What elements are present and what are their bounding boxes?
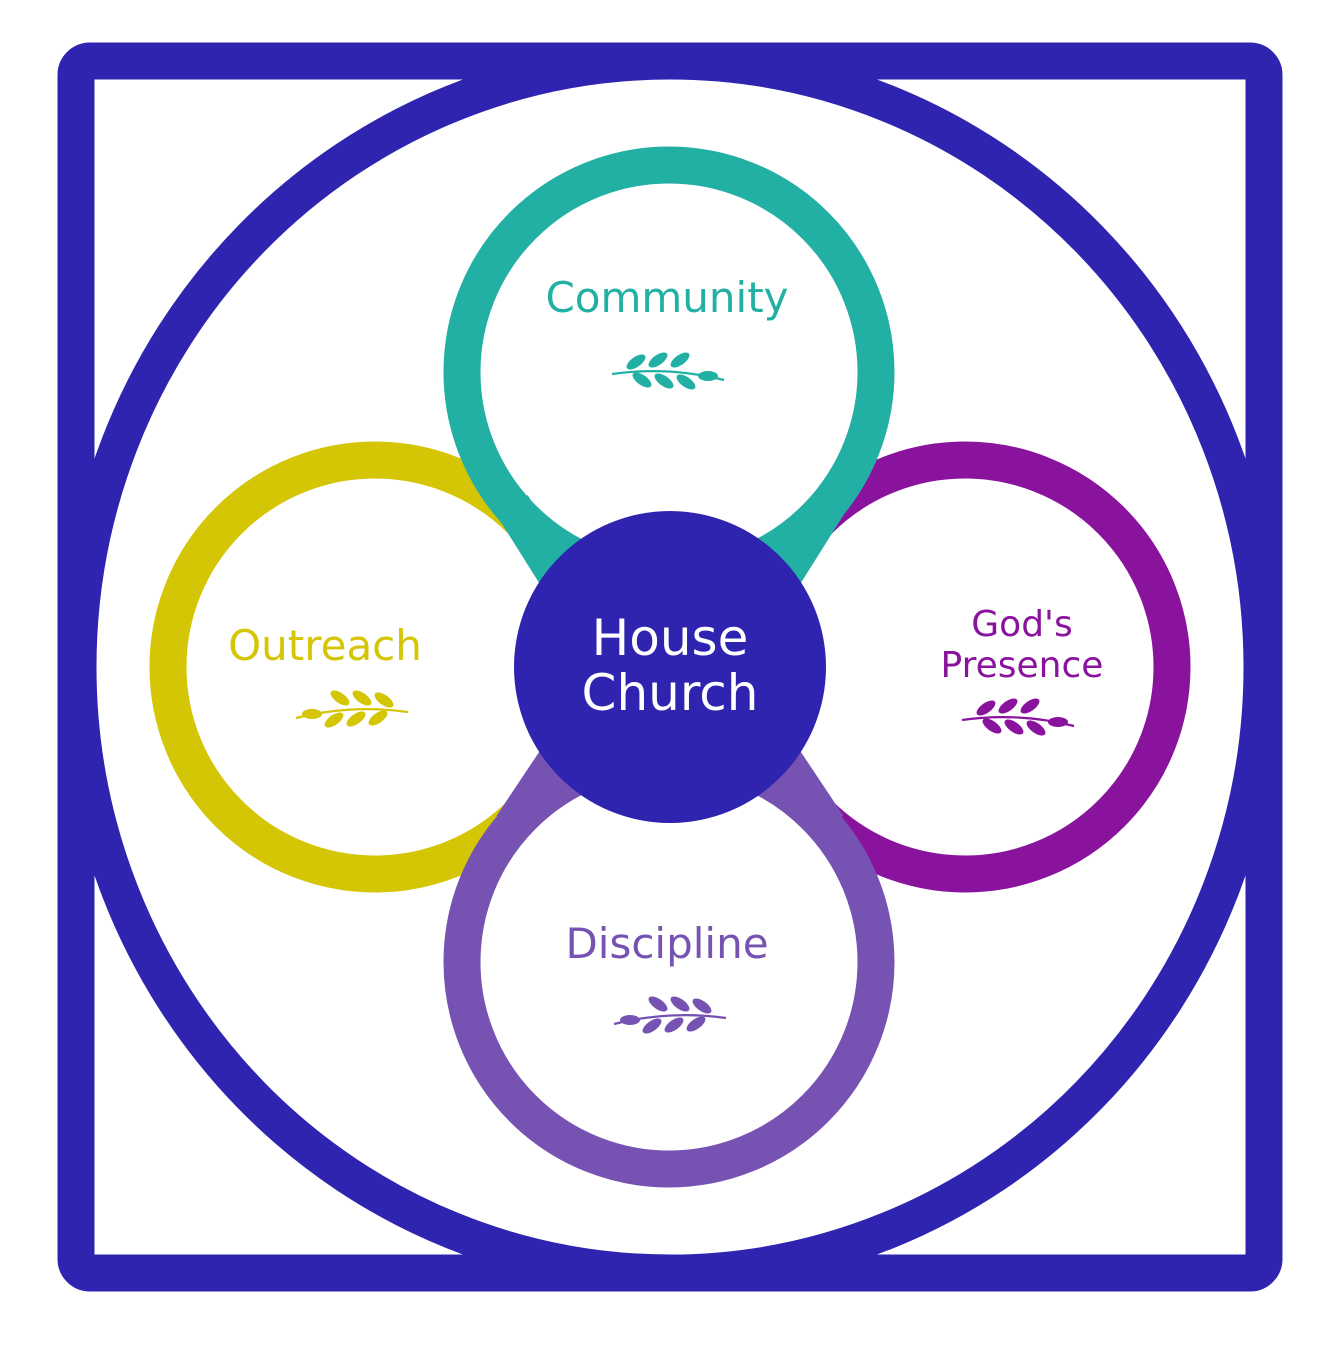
presence-label-line2: Presence — [941, 645, 1104, 686]
community-leaf-icon — [610, 348, 726, 394]
center-circle — [514, 511, 826, 823]
discipline-label: Discipline — [565, 919, 768, 968]
discipline-leaf-icon — [612, 992, 728, 1038]
presence-label-line1: God's — [971, 604, 1072, 645]
presence-leaf-icon — [960, 694, 1076, 740]
community-label: Community — [545, 273, 788, 322]
outreach-label: Outreach — [228, 621, 422, 670]
center-label-line2: Church — [582, 664, 759, 722]
outer-circle — [59, 42, 1281, 1292]
center-label-line1: House — [592, 609, 749, 667]
outreach-leaf-icon — [294, 686, 410, 732]
